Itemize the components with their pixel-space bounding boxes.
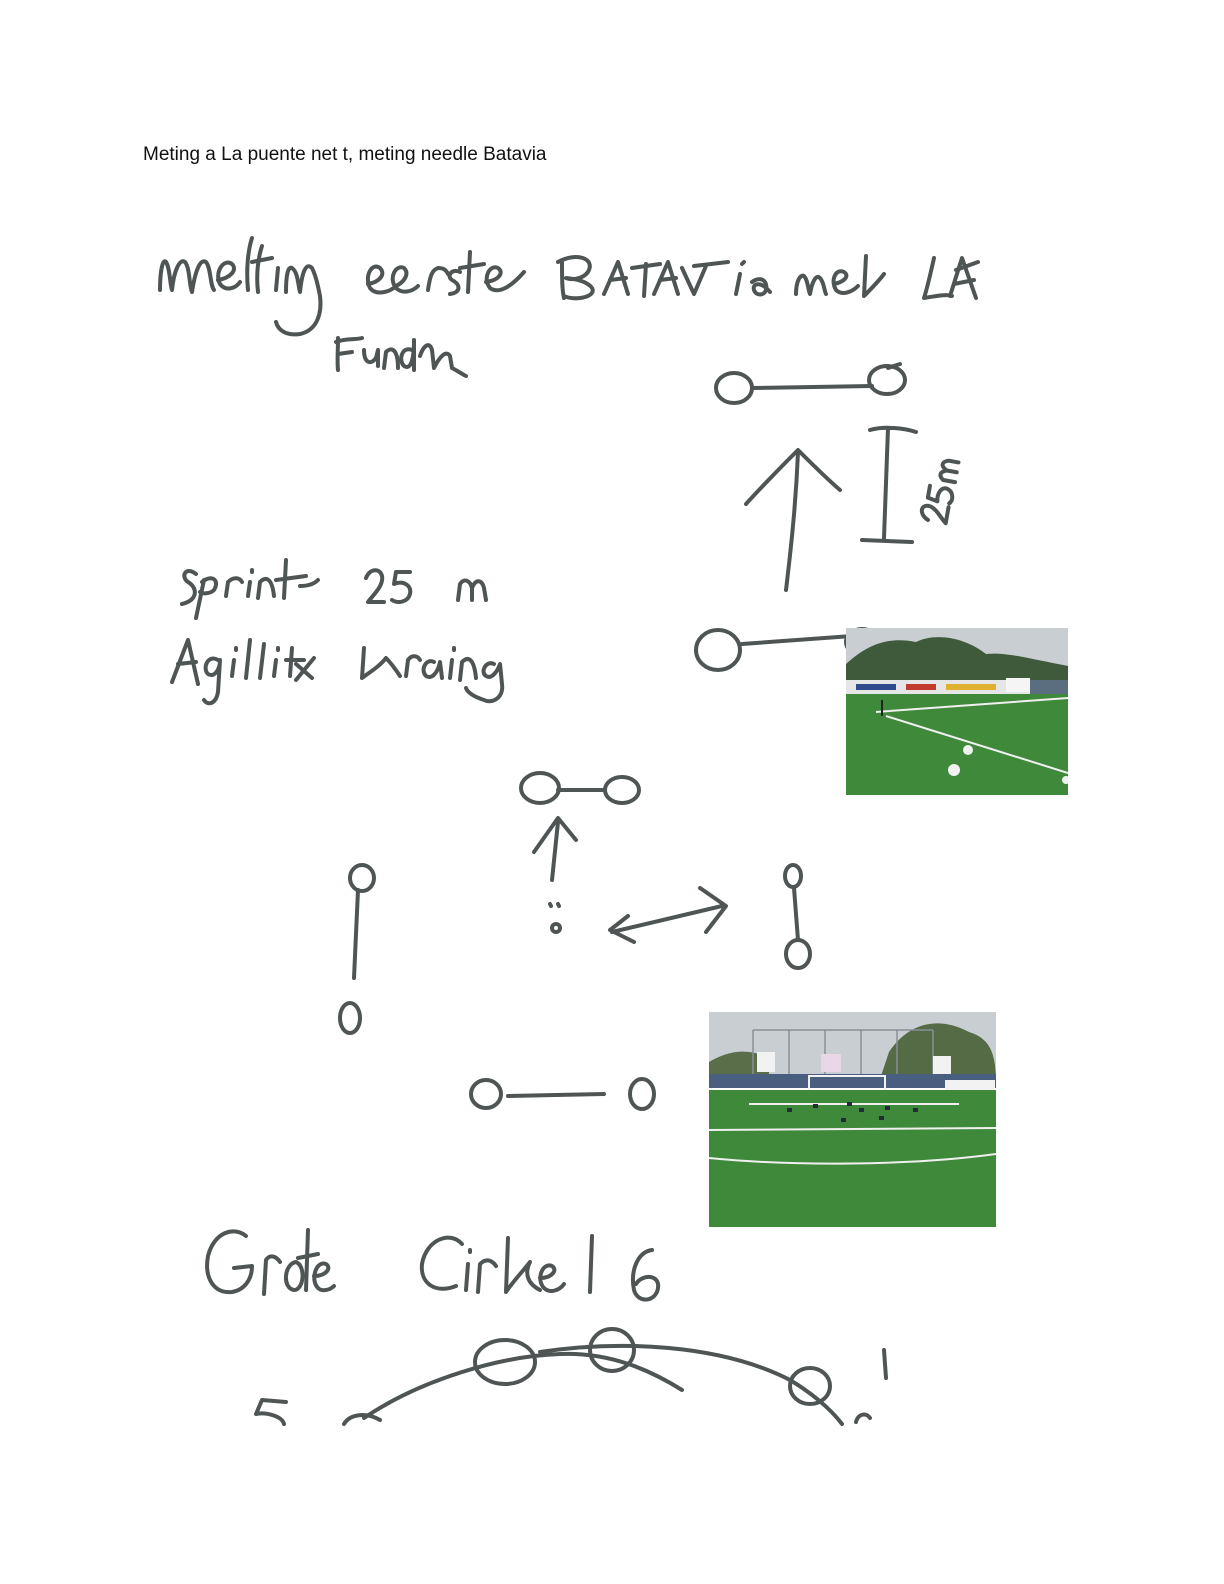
pitch-photo-corner-image [846,628,1068,795]
gate-line [740,634,854,646]
cone-marker [694,628,742,672]
pitch-photo-goal-image [709,1012,996,1227]
pitch-photo-goal [709,1012,996,1227]
sprint-diagram [694,362,918,672]
cone-marker [473,1338,537,1386]
cone-marker [784,938,812,970]
cone-marker [519,771,561,805]
distance-marker [860,425,918,544]
sprint-arrow-shaft [784,450,800,592]
cone-marker [783,863,803,889]
cone-marker [588,1327,636,1373]
gate-line [792,886,800,942]
circle-arc [362,1351,684,1420]
sprint-label [180,558,488,620]
handwritten-heading [158,236,980,337]
cone-marker [348,863,376,893]
gate-line [352,888,360,980]
agility-label [170,638,505,706]
cone-marker [788,1366,832,1406]
lateral-arrow [608,886,728,944]
pitch-photo-corner [846,628,1068,795]
marker-5-glyph [254,1398,288,1426]
circle-diagram [254,1327,888,1426]
cone-marker [469,1078,503,1110]
sprint-arrow-head [744,448,842,506]
cone-marker [867,364,907,396]
page-title: Meting a La puente net t, meting needle … [143,144,547,165]
marker-1-glyph [882,1348,888,1380]
forward-arrow [532,816,578,882]
circle-label [205,1228,661,1302]
cone-marker [338,1001,362,1035]
handwritten-subheading [334,336,468,378]
start-point [550,922,562,934]
circle-arc [538,1343,844,1426]
agility-diagram [338,771,812,1111]
cone-marker [603,775,641,805]
cone-marker [714,371,754,405]
gate-line [750,384,874,390]
gate-line [506,1092,606,1098]
distance-label [919,458,961,526]
cone-marker [628,1077,656,1111]
